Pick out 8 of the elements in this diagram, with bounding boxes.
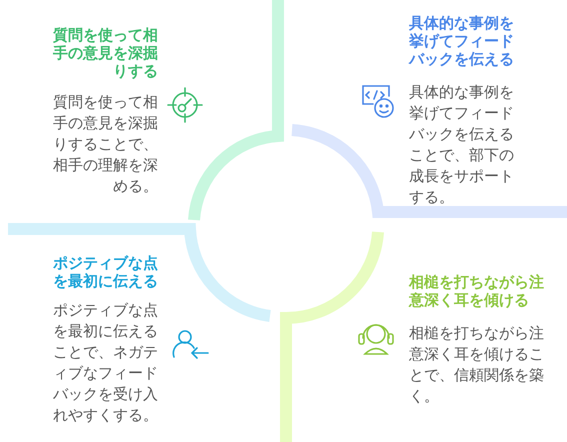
heading: 相槌を打ちながら注意深く耳を傾ける [409,273,545,309]
description: ポジティブな点を最初に伝えることで、ネガティブなフィードバックを受け入れやすくする。 [52,300,158,426]
description: 相槌を打ちながら注意深く耳を傾けることで、信頼関係を築く。 [409,323,545,407]
description: 質問を使って相手の意見を深掘りすることで、相手の理解を深める。 [52,92,158,197]
heading: 具体的な事例を挙げてフィードバックを伝える [409,14,515,68]
heading: 質問を使って相手の意見を深掘りする [52,26,158,80]
heading: ポジティブな点を最初に伝える [52,254,158,290]
description: 具体的な事例を挙げてフィードバックを伝えることで、部下の成長をサポートする。 [409,82,515,208]
